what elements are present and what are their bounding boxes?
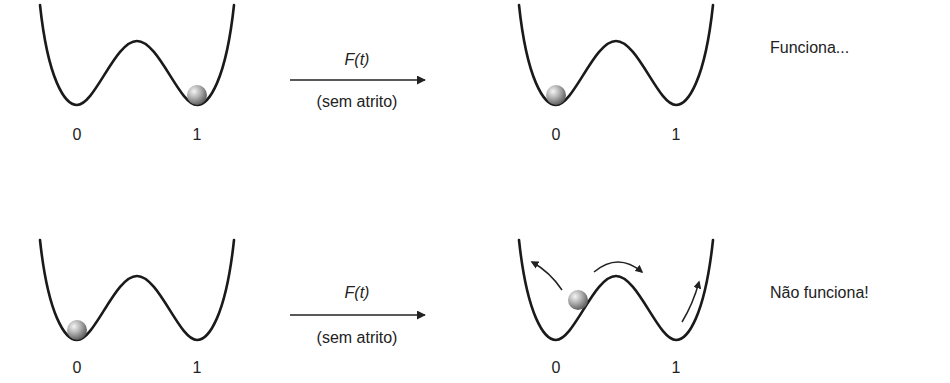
process-arrow bbox=[290, 79, 425, 81]
force-label: F(t) bbox=[345, 284, 370, 302]
ball bbox=[67, 320, 87, 340]
state-label: 0 bbox=[73, 126, 82, 144]
state-label: 0 bbox=[552, 126, 561, 144]
motion-arrow bbox=[682, 282, 699, 322]
state-label: 1 bbox=[193, 359, 202, 377]
condition-label: (sem atrito) bbox=[317, 329, 398, 347]
double-well bbox=[40, 5, 234, 105]
double-well bbox=[519, 5, 713, 105]
result-note: Funciona... bbox=[770, 39, 849, 57]
process-arrow bbox=[290, 314, 425, 316]
ball bbox=[546, 85, 566, 105]
motion-arrow bbox=[532, 262, 562, 290]
state-label: 1 bbox=[193, 126, 202, 144]
ball bbox=[187, 85, 207, 105]
state-label: 1 bbox=[672, 359, 681, 377]
ball bbox=[568, 290, 588, 310]
state-label: 0 bbox=[73, 359, 82, 377]
state-label: 1 bbox=[672, 126, 681, 144]
condition-label: (sem atrito) bbox=[317, 93, 398, 111]
double-well bbox=[40, 240, 234, 340]
force-label: F(t) bbox=[345, 51, 370, 69]
result-note: Não funciona! bbox=[770, 284, 869, 302]
double-well bbox=[519, 240, 713, 340]
motion-arrow bbox=[594, 262, 642, 272]
state-label: 0 bbox=[552, 359, 561, 377]
